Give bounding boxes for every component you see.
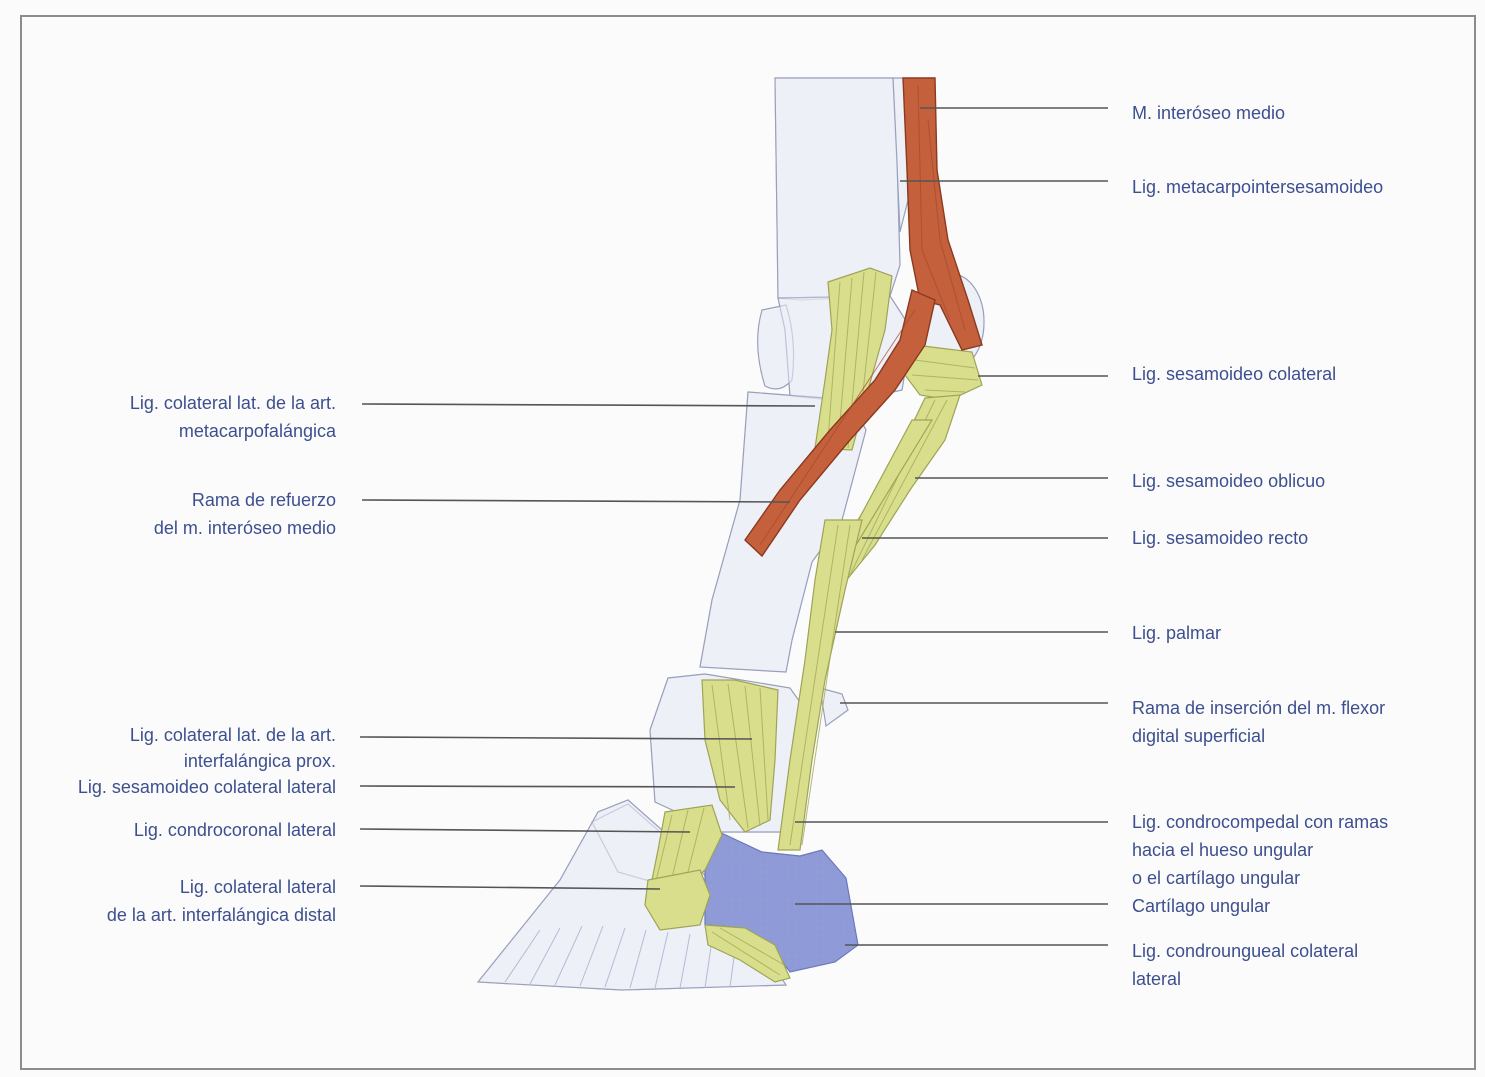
label-colateral-interfalangica-distal: Lig. colateral lateral de la art. interf… bbox=[16, 873, 336, 929]
lig-collateral-distal-interphalangeal bbox=[645, 870, 710, 930]
label-line: Lig. sesamoideo colateral lateral bbox=[16, 773, 336, 801]
label-metacarpointersesamoideo: Lig. metacarpointersesamoideo bbox=[1132, 173, 1383, 201]
label-line: digital superficial bbox=[1132, 722, 1385, 750]
label-line: lateral bbox=[1132, 965, 1358, 993]
label-line: Lig. metacarpointersesamoideo bbox=[1132, 173, 1383, 201]
label-line: Lig. condroungueal colateral bbox=[1132, 937, 1358, 965]
label-line: Lig. sesamoideo colateral bbox=[1132, 360, 1336, 388]
label-cartilago-ungular: Cartílago ungular bbox=[1132, 892, 1270, 920]
label-line: del m. interóseo medio bbox=[16, 514, 336, 542]
label-line: Lig. colateral lat. de la art. bbox=[16, 389, 336, 417]
label-line: Lig. colateral lat. de la art. bbox=[16, 722, 336, 748]
label-condrocoronal-lateral: Lig. condrocoronal lateral bbox=[16, 816, 336, 844]
label-line: o el cartílago ungular bbox=[1132, 864, 1388, 892]
label-sesamoideo-colateral-lateral: Lig. sesamoideo colateral lateral bbox=[16, 773, 336, 801]
label-condrocompedal: Lig. condrocompedal con ramas hacia el h… bbox=[1132, 808, 1388, 892]
label-line: Lig. condrocompedal con ramas bbox=[1132, 808, 1388, 836]
label-line: de la art. interfalángica distal bbox=[16, 901, 336, 929]
label-line: Rama de refuerzo bbox=[16, 486, 336, 514]
cannon-shading bbox=[775, 78, 900, 300]
label-condroungueal: Lig. condroungueal colateral lateral bbox=[1132, 937, 1358, 993]
leader-line bbox=[360, 786, 735, 787]
label-line: interfalángica prox. bbox=[16, 748, 336, 774]
label-line: Rama de inserción del m. flexor bbox=[1132, 694, 1385, 722]
label-colateral-metacarpofalangica: Lig. colateral lat. de la art. metacarpo… bbox=[16, 389, 336, 445]
label-rama-insercion-flexor: Rama de inserción del m. flexor digital … bbox=[1132, 694, 1385, 750]
label-sesamoideo-recto: Lig. sesamoideo recto bbox=[1132, 524, 1308, 552]
label-line: hacia el hueso ungular bbox=[1132, 836, 1388, 864]
label-colateral-interfalangica-prox: Lig. colateral lat. de la art. interfalá… bbox=[16, 722, 336, 774]
label-line: Cartílago ungular bbox=[1132, 892, 1270, 920]
label-line: metacarpofalángica bbox=[16, 417, 336, 445]
label-line: Lig. sesamoideo recto bbox=[1132, 524, 1308, 552]
label-palmar: Lig. palmar bbox=[1132, 619, 1221, 647]
label-sesamoideo-colateral: Lig. sesamoideo colateral bbox=[1132, 360, 1336, 388]
leader-line bbox=[362, 500, 790, 502]
label-line: Lig. palmar bbox=[1132, 619, 1221, 647]
label-line: Lig. colateral lateral bbox=[16, 873, 336, 901]
label-line: Lig. sesamoideo oblicuo bbox=[1132, 467, 1325, 495]
label-interoseo-medio: M. interóseo medio bbox=[1132, 99, 1285, 127]
label-rama-refuerzo: Rama de refuerzo del m. interóseo medio bbox=[16, 486, 336, 542]
label-sesamoideo-oblicuo: Lig. sesamoideo oblicuo bbox=[1132, 467, 1325, 495]
label-line: Lig. condrocoronal lateral bbox=[16, 816, 336, 844]
label-line: M. interóseo medio bbox=[1132, 99, 1285, 127]
